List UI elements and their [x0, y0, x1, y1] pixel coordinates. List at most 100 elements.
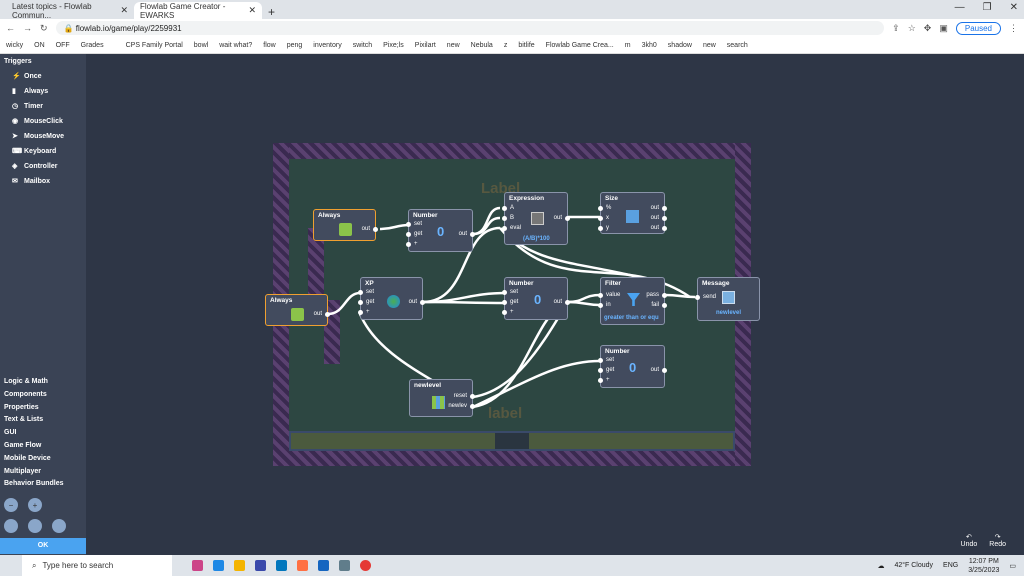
input-port[interactable]: +	[406, 241, 418, 247]
input-port[interactable]: x	[598, 215, 609, 221]
close-tab-icon[interactable]: ✕	[120, 5, 128, 15]
bookmark-item[interactable]: inventory	[313, 41, 342, 49]
reload-icon[interactable]: ↻	[40, 22, 48, 33]
category-item[interactable]: GUI	[4, 429, 17, 437]
input-port[interactable]: in	[598, 302, 611, 308]
output-port[interactable]: out	[314, 311, 330, 317]
number-node[interactable]: Number set get + 0 out	[502, 277, 570, 320]
bookmark-item[interactable]: m	[624, 41, 631, 49]
output-port[interactable]: out	[651, 367, 667, 373]
always-trigger-node[interactable]: Always out	[265, 294, 330, 326]
output-port[interactable]: fail	[651, 302, 667, 308]
bookmark-item[interactable]: OFF	[55, 41, 70, 49]
menu-icon[interactable]: ⋮	[1009, 22, 1018, 33]
bookmark-item[interactable]: Pixe;ls	[383, 41, 404, 49]
bookmark-item[interactable]: wait what?	[219, 41, 253, 49]
input-port[interactable]: set	[598, 357, 614, 363]
undo-button[interactable]: ↶Undo	[960, 534, 978, 548]
browser-tab-active[interactable]: Flowlab Game Creator - EWARKS✕	[134, 2, 262, 20]
input-port[interactable]: eval	[502, 225, 521, 231]
input-port[interactable]: B	[502, 215, 514, 221]
filter-node[interactable]: Filter value in pass fail greater than o…	[598, 277, 667, 325]
input-port[interactable]: +	[358, 309, 370, 315]
sidepanel-icon[interactable]: ▣	[939, 22, 948, 33]
browser-tab[interactable]: Latest topics - Flowlab Commun...✕	[6, 2, 134, 20]
number-node[interactable]: Number set get + 0 out	[406, 209, 475, 252]
new-tab-icon[interactable]: +	[268, 5, 276, 19]
category-item[interactable]: Behavior Bundles	[4, 480, 64, 488]
number-node[interactable]: Number set get + 0 out	[598, 345, 667, 388]
trigger-keyboard[interactable]: ⌨Keyboard	[0, 144, 86, 159]
url-field[interactable]: 🔒 flowlab.io/game/play/2259931	[55, 21, 885, 35]
category-item[interactable]: Multiplayer	[4, 467, 41, 475]
bookmark-item[interactable]: Pixilart	[414, 41, 436, 49]
output-port[interactable]: out	[554, 299, 570, 305]
input-port[interactable]: y	[598, 225, 609, 231]
newlevel-bundle-node[interactable]: newlevel reset newlev	[409, 379, 475, 417]
output-port[interactable]: reset	[454, 393, 475, 399]
ok-button[interactable]: OK	[0, 538, 86, 554]
expression-node[interactable]: Expression A B eval out (A/B)*100	[502, 192, 570, 245]
trigger-mailbox[interactable]: ✉Mailbox	[0, 174, 86, 189]
input-port[interactable]: A	[502, 205, 514, 211]
input-port[interactable]: %	[598, 205, 611, 211]
dropbox-icon[interactable]	[318, 560, 329, 571]
explorer-icon[interactable]	[234, 560, 245, 571]
firefox-icon[interactable]	[297, 560, 308, 571]
notification-icon[interactable]: ▭	[1009, 562, 1016, 570]
input-port[interactable]: +	[502, 309, 514, 315]
bookmark-item[interactable]: shadow	[667, 41, 692, 49]
bookmark-item[interactable]: 3kh0	[641, 41, 657, 49]
bookmark-item[interactable]: bitlife	[518, 41, 535, 49]
bookmark-item[interactable]: Flowlab Game Crea...	[545, 41, 614, 49]
zoom-out-icon[interactable]: −	[4, 498, 18, 512]
stop-icon[interactable]	[52, 519, 66, 533]
back-icon[interactable]: ←	[6, 23, 15, 33]
always-trigger-node[interactable]: Always out	[313, 209, 378, 241]
minimize-icon[interactable]: —	[954, 2, 965, 13]
category-item[interactable]: Properties	[4, 403, 39, 411]
input-port[interactable]: value	[598, 292, 620, 298]
bookmark-item[interactable]: flow	[263, 41, 276, 49]
chrome-icon[interactable]	[360, 560, 371, 571]
output-port[interactable]: out	[651, 225, 667, 231]
bookmark-item[interactable]: new	[702, 41, 716, 49]
category-item[interactable]: Mobile Device	[4, 454, 51, 462]
trigger-always[interactable]: ▮Always	[0, 84, 86, 99]
xp-node[interactable]: XP set get + out	[358, 277, 425, 320]
trigger-timer[interactable]: ◷Timer	[0, 99, 86, 114]
bookmark-item[interactable]: peng	[286, 41, 303, 49]
mail-icon[interactable]	[276, 560, 287, 571]
bookmark-item[interactable]: Nebula	[470, 41, 493, 49]
app-icon[interactable]	[339, 560, 350, 571]
output-port[interactable]: out	[651, 215, 667, 221]
bookmark-item[interactable]: search	[726, 41, 748, 49]
bookmark-item[interactable]: ON	[34, 41, 45, 49]
input-port[interactable]: set	[406, 221, 422, 227]
input-port[interactable]: get	[502, 299, 518, 305]
trigger-mousemove[interactable]: ➤MouseMove	[0, 129, 86, 144]
category-item[interactable]: Logic & Math	[4, 378, 48, 385]
output-port[interactable]: pass	[646, 292, 667, 298]
bookmark-item[interactable]: wicky	[6, 41, 24, 49]
taskview-icon[interactable]	[192, 560, 203, 571]
maximize-icon[interactable]: ❐	[982, 2, 992, 13]
bookmark-item[interactable]: Grades	[80, 41, 104, 49]
message-node[interactable]: Message send newlevel	[695, 277, 760, 321]
input-port[interactable]: set	[502, 289, 518, 295]
input-port[interactable]: +	[598, 377, 610, 383]
star-icon[interactable]: ☆	[907, 22, 916, 33]
size-node[interactable]: Size % x y out out out	[598, 192, 667, 234]
input-port[interactable]: set	[358, 289, 374, 295]
output-port[interactable]: out	[651, 205, 667, 211]
trigger-once[interactable]: ⚡Once	[0, 69, 86, 84]
weather-text[interactable]: 42°F Cloudy	[894, 562, 934, 569]
zoom-in-icon[interactable]: +	[28, 498, 42, 512]
output-port[interactable]: out	[554, 215, 570, 221]
close-tab-icon[interactable]: ✕	[248, 5, 256, 15]
output-port[interactable]: out	[459, 231, 475, 237]
input-port[interactable]: get	[358, 299, 374, 305]
trigger-mouseclick[interactable]: ◉MouseClick	[0, 114, 86, 129]
output-port[interactable]: newlev	[448, 403, 475, 409]
